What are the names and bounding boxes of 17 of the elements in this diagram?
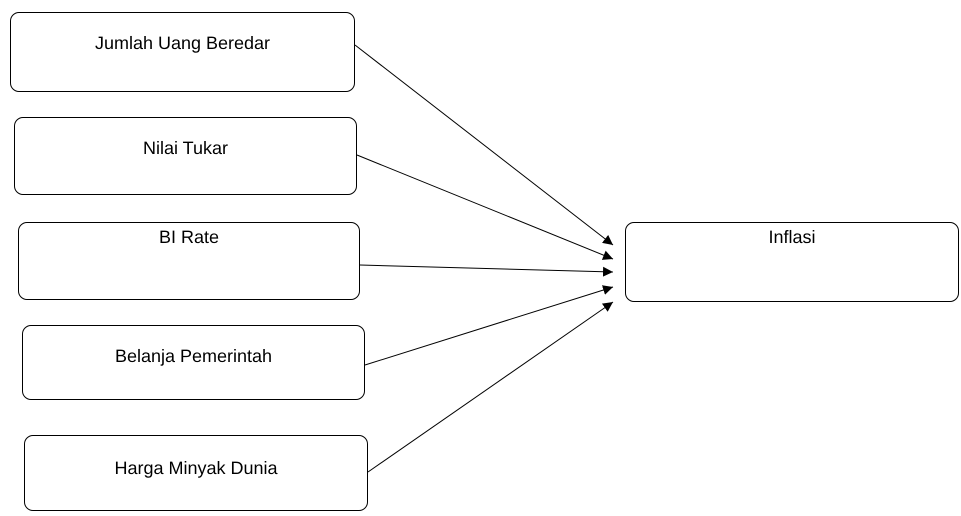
arrow	[364, 285, 614, 366]
variable-box	[22, 325, 365, 400]
variable-box	[10, 12, 355, 92]
variable-label: Jumlah Uang Beredar	[94, 33, 270, 54]
variable-label: Belanja Pemerintah	[114, 346, 272, 367]
arrow	[354, 44, 614, 246]
variable-label: Nilai Tukar	[142, 138, 228, 159]
variable-box	[14, 117, 357, 195]
variable-box	[24, 435, 368, 511]
arrow	[360, 264, 614, 277]
variable-box	[625, 222, 959, 302]
variable-label: BI Rate	[158, 227, 220, 248]
arrow	[368, 302, 614, 472]
variable-label: Harga Minyak Dunia	[114, 458, 278, 479]
variable-box	[18, 222, 360, 300]
arrow	[356, 154, 614, 260]
variable-label: Inflasi	[768, 227, 816, 248]
